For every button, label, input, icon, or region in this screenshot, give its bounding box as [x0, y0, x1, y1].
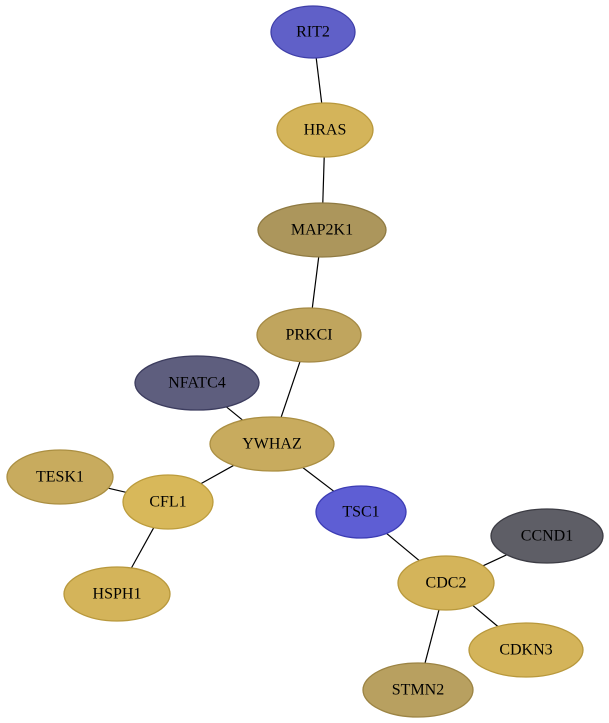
edge-nfatc4-ywhaz: [225, 406, 244, 421]
edge-ccnd1-cdc2: [482, 554, 507, 567]
node-ellipse: [276, 102, 374, 158]
node-label: PRKCI: [285, 327, 332, 344]
edge-ywhaz-cfl1: [200, 464, 235, 485]
node-ellipse: [209, 416, 335, 472]
node-label: MAP2K1: [291, 222, 353, 239]
node-ellipse: [362, 662, 474, 718]
edge-map2k1-prkci: [311, 256, 320, 309]
edge-cfl1-hsph1: [130, 527, 155, 569]
edge-ywhaz-tsc1: [302, 467, 335, 492]
node-label: CDC2: [426, 575, 467, 592]
node-ellipse: [468, 622, 584, 678]
edge-tsc1-cdc2: [386, 532, 420, 562]
node-ellipse: [270, 5, 356, 59]
node-hsph1[interactable]: HSPH1: [63, 566, 171, 622]
node-ellipse: [63, 566, 171, 622]
edge-hras-map2k1: [322, 156, 325, 204]
edge-prkci-ywhaz: [280, 361, 301, 418]
node-label: CCND1: [521, 528, 573, 545]
node-rit2[interactable]: RIT2: [270, 5, 356, 59]
edge-cdc2-stmn2: [424, 609, 440, 664]
node-ellipse: [256, 307, 362, 363]
edge-rit2-hras: [315, 57, 323, 104]
node-label: YWHAZ: [242, 436, 302, 453]
node-ellipse: [315, 485, 407, 539]
node-ellipse: [122, 474, 214, 530]
node-label: TESK1: [36, 469, 84, 486]
node-cdc2[interactable]: CDC2: [397, 555, 495, 611]
node-stmn2[interactable]: STMN2: [362, 662, 474, 718]
edges-layer: [108, 57, 507, 664]
node-nfatc4[interactable]: NFATC4: [134, 355, 260, 411]
node-tsc1[interactable]: TSC1: [315, 485, 407, 539]
node-prkci[interactable]: PRKCI: [256, 307, 362, 363]
node-ccnd1[interactable]: CCND1: [490, 508, 604, 564]
node-label: STMN2: [392, 682, 444, 699]
node-label: HRAS: [304, 122, 347, 139]
node-label: CFL1: [149, 494, 186, 511]
node-ywhaz[interactable]: YWHAZ: [209, 416, 335, 472]
node-ellipse: [257, 202, 387, 258]
node-ellipse: [490, 508, 604, 564]
node-cdkn3[interactable]: CDKN3: [468, 622, 584, 678]
node-hras[interactable]: HRAS: [276, 102, 374, 158]
node-map2k1[interactable]: MAP2K1: [257, 202, 387, 258]
node-ellipse: [397, 555, 495, 611]
node-ellipse: [134, 355, 260, 411]
node-label: RIT2: [296, 24, 330, 41]
node-label: HSPH1: [93, 586, 142, 603]
node-tesk1[interactable]: TESK1: [6, 449, 114, 505]
edge-tesk1-cfl1: [108, 487, 127, 493]
node-label: TSC1: [342, 504, 379, 521]
node-cfl1[interactable]: CFL1: [122, 474, 214, 530]
node-ellipse: [6, 449, 114, 505]
edge-cdc2-cdkn3: [472, 604, 499, 627]
node-label: CDKN3: [499, 642, 552, 659]
node-label: NFATC4: [168, 375, 226, 392]
